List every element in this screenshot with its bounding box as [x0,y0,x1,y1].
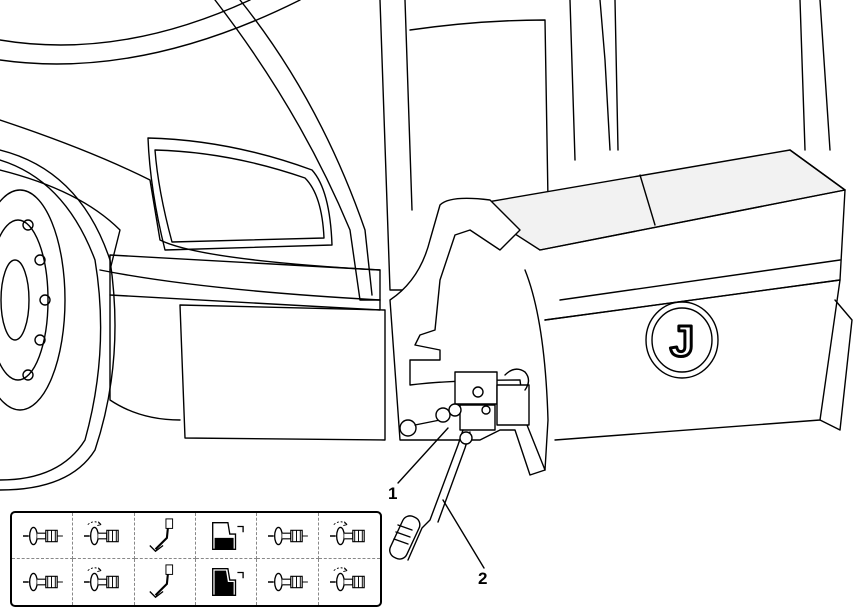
legend-cell [319,559,380,605]
side-box [469,149,853,441]
callout-label-2: 2 [478,569,488,588]
legend-cell [73,559,135,605]
valve-knob-rotate-icon [330,567,366,592]
legend-cell [134,513,196,559]
valve-block [399,368,530,437]
side-skirt [109,294,386,441]
front-wheel [0,149,116,491]
logo-badge: J [645,301,719,379]
cab-window [147,137,333,251]
legend-cell [73,513,135,559]
legend-cell [12,513,74,559]
hand-lever [389,429,473,561]
truck-cab [0,0,831,311]
legend-cell [257,559,319,605]
valve-knob-rotate-icon [84,567,120,592]
valve-knob-icon [268,526,309,545]
operation-legend [10,511,382,607]
container-down-icon [212,568,244,596]
valve-knob-icon [268,572,309,592]
legend-cell [257,513,319,559]
lever-arm-icon [149,564,173,599]
legend-cell [195,513,258,559]
valve-knob-rotate-icon [330,520,366,545]
valve-knob-rotate-icon [84,520,120,545]
legend-cell [318,513,380,559]
lever-arm-icon [149,517,173,552]
legend-cell [12,559,74,605]
legend-cell [196,559,258,605]
legend-cell [135,559,196,605]
svg-text:J: J [670,317,694,366]
container-up-icon [212,521,244,550]
leader-line-2 [442,499,485,569]
valve-knob-icon [23,572,64,592]
leader-line-1 [397,427,449,484]
callout-label-1: 1 [388,484,398,503]
valve-knob-icon [23,526,64,545]
